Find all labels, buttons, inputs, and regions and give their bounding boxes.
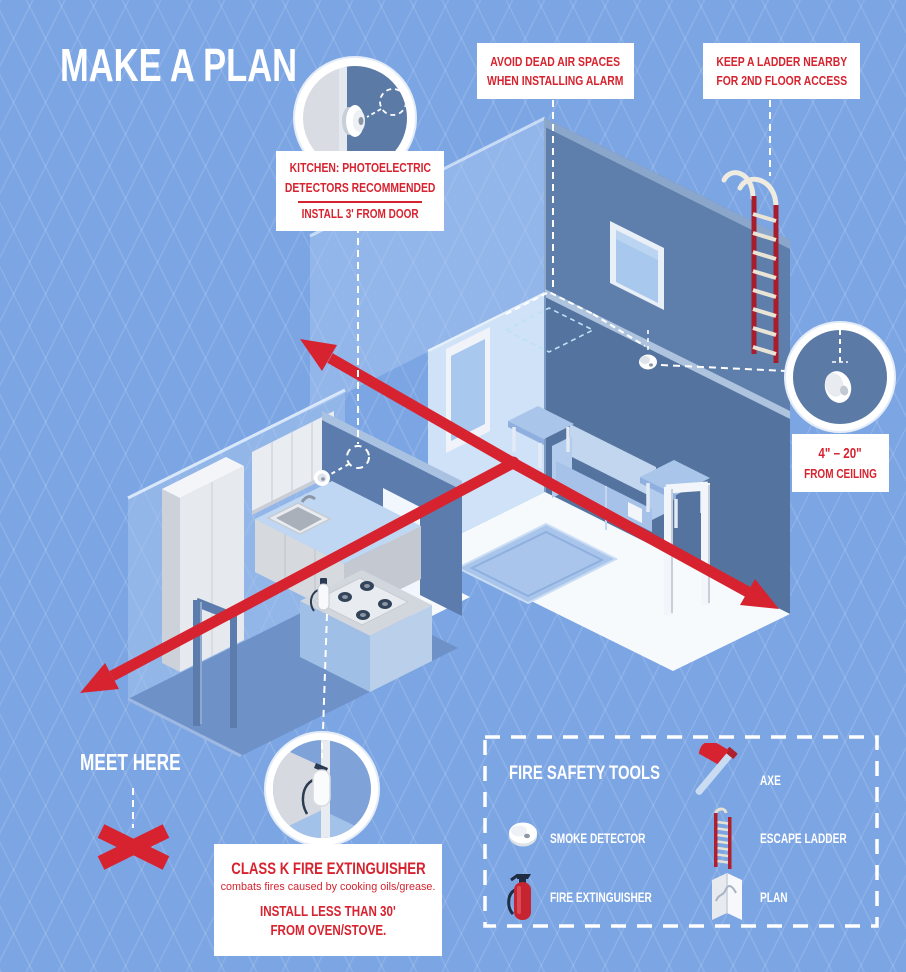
legend-label-fire-extinguisher: FIRE EXTINGUISHER <box>550 890 652 905</box>
side-table <box>508 406 574 468</box>
legend-panel: FIRE SAFETY TOOLS SMOKE DETECTOR <box>483 735 879 928</box>
living-room-smoke-detector <box>639 330 657 370</box>
legend-item-escape-ladder <box>711 807 735 874</box>
plan-icon <box>709 873 745 925</box>
stove-island <box>300 570 432 692</box>
legend-item-plan <box>709 871 745 926</box>
second-floor-window <box>610 221 664 310</box>
ceiling-distance-callout: 4" – 20" FROM CEILING <box>792 434 889 492</box>
smoke-detector-icon <box>507 822 539 853</box>
legend-item-axe <box>681 741 751 810</box>
extinguisher-inset <box>264 731 380 847</box>
legend-item-smoke-detector <box>507 819 539 854</box>
callout-divider <box>298 201 422 204</box>
meet-here-label: MEET HERE <box>80 749 181 775</box>
ceiling-distance-inset <box>784 321 896 433</box>
escape-route-arrows <box>80 339 779 693</box>
legend-dashed-border <box>483 735 879 928</box>
legend-title: FIRE SAFETY TOOLS <box>509 763 660 784</box>
kitchen-smoke-detector <box>314 470 330 486</box>
escape-ladder-icon <box>711 807 735 873</box>
meet-here-x-mark <box>97 824 170 870</box>
class-k-callout: CLASS K FIRE EXTINGUISHER combats fires … <box>214 844 442 956</box>
escape-ladder-on-wall <box>721 170 779 363</box>
legend-label-axe: AXE <box>760 773 781 788</box>
legend-label-escape-ladder: ESCAPE LADDER <box>760 831 847 846</box>
ladder-callout: KEEP A LADDER NEARBY FOR 2ND FLOOR ACCES… <box>703 43 860 99</box>
rug <box>455 522 619 605</box>
stove-burners <box>338 581 392 620</box>
callout-connectors <box>132 100 787 828</box>
page-title: MAKE A PLAN <box>60 39 298 91</box>
legend-label-smoke-detector: SMOKE DETECTOR <box>550 831 646 846</box>
dead-air-callout: AVOID DEAD AIR SPACES WHEN INSTALLING AL… <box>477 43 634 99</box>
fire-extinguisher-icon <box>505 873 539 928</box>
legend-label-plan: PLAN <box>760 890 788 905</box>
dead-air-zone-markers <box>504 290 646 353</box>
axe-icon <box>681 741 751 809</box>
second-floor-walls <box>309 116 790 416</box>
kitchen-fire-extinguisher <box>309 578 330 612</box>
kitchen-detector-callout: KITCHEN: PHOTOELECTRIC DETECTORS RECOMME… <box>276 151 444 231</box>
legend-item-fire-extinguisher <box>505 868 539 929</box>
living-room-window <box>446 327 490 453</box>
